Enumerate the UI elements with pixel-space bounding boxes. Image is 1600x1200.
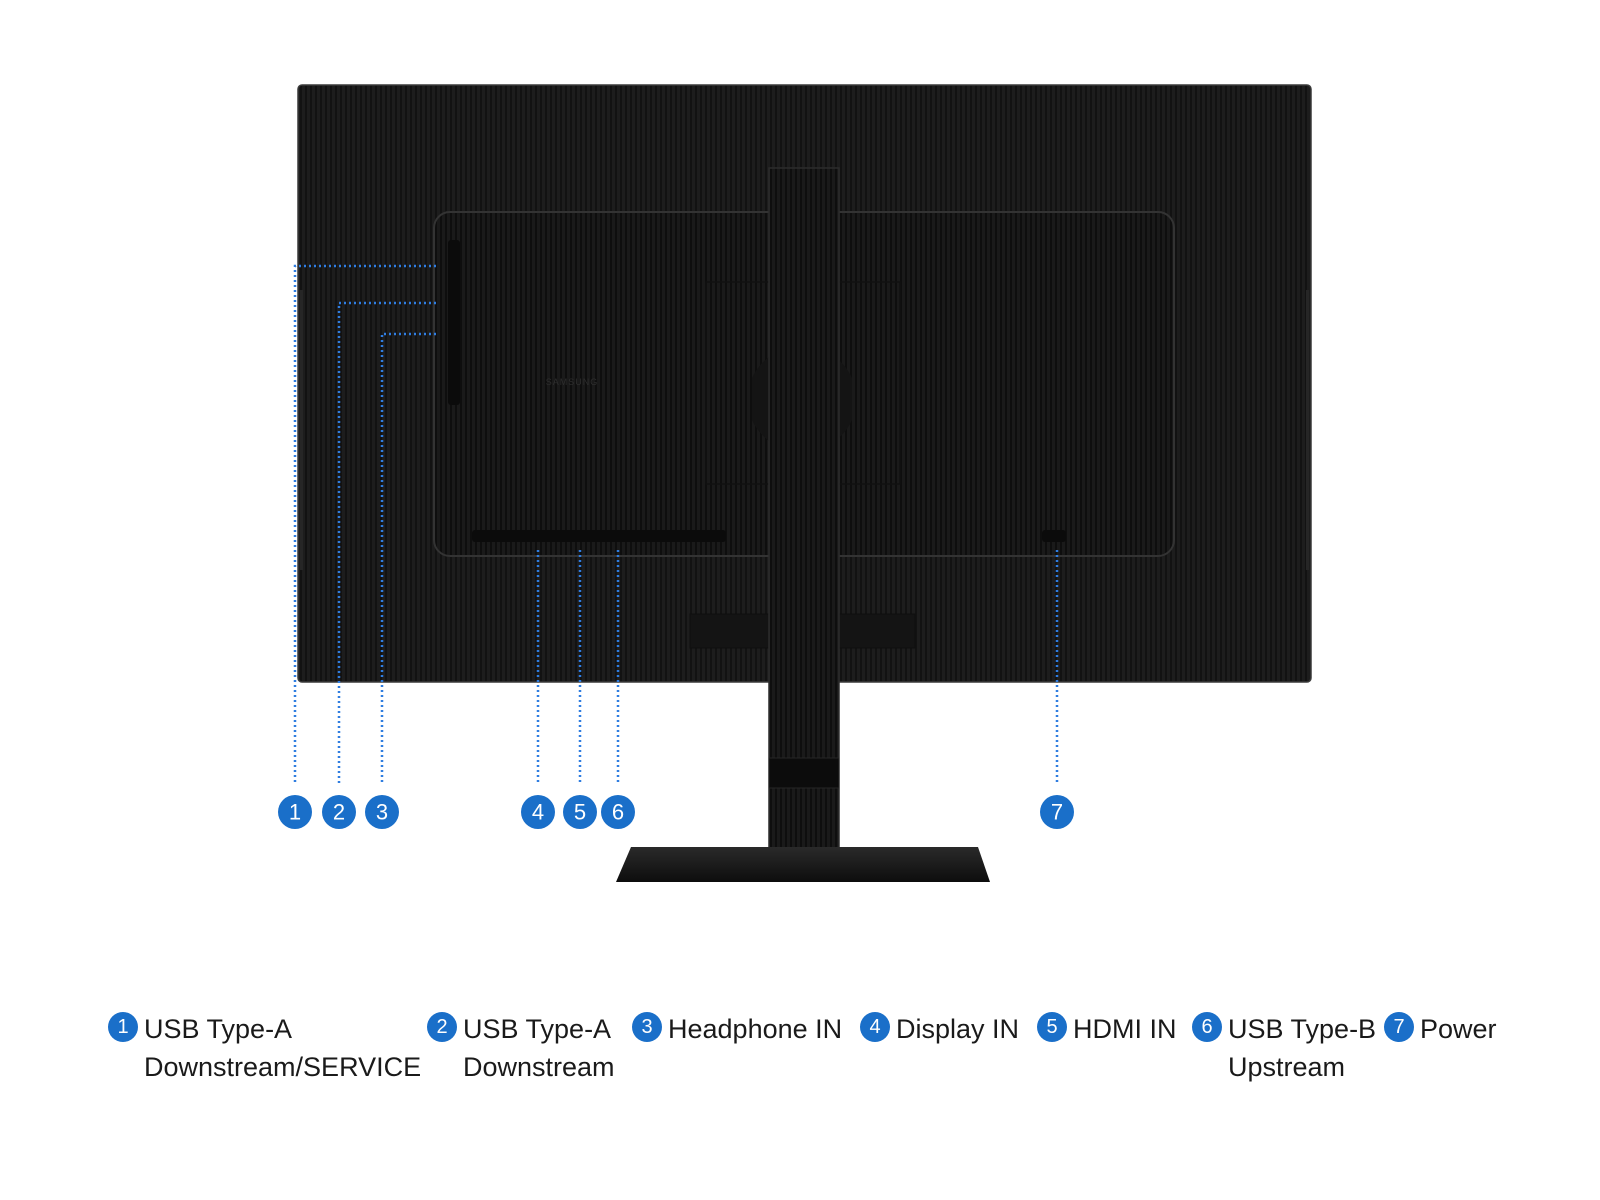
callout-badge-3: 3: [365, 795, 399, 829]
callout-badge-2: 2: [322, 795, 356, 829]
svg-text:4: 4: [532, 800, 544, 825]
svg-text:6: 6: [612, 800, 624, 825]
legend-label: USB Type-A Downstream/SERVICE: [144, 1014, 422, 1082]
leader-lines: [293, 264, 1059, 785]
legend-item-1: 1 USB Type-A Downstream/SERVICE: [108, 1010, 421, 1086]
legend-label: HDMI IN: [1073, 1014, 1177, 1044]
port-legend: 1 USB Type-A Downstream/SERVICE 2 USB Ty…: [0, 1010, 1600, 1120]
legend-label: Power: [1420, 1014, 1497, 1044]
svg-text:2: 2: [333, 800, 345, 825]
stand-base: [616, 847, 990, 882]
legend-label: Headphone IN: [668, 1014, 843, 1044]
svg-text:5: 5: [574, 800, 586, 825]
legend-badge: 6: [1192, 1012, 1222, 1042]
side-port-strip: [448, 240, 460, 405]
leader-line-1: [293, 264, 436, 785]
legend-item-2: 2 USB Type-A Downstream: [427, 1010, 615, 1086]
legend-badge: 2: [427, 1012, 457, 1042]
brand-logo: SAMSUNG: [546, 377, 599, 387]
legend-label: USB Type-A Downstream: [463, 1014, 615, 1082]
svg-text:7: 7: [1051, 800, 1063, 825]
legend-item-5: 5 HDMI IN: [1037, 1010, 1177, 1048]
legend-badge: 7: [1384, 1012, 1414, 1042]
callout-badge-4: 4: [521, 795, 555, 829]
svg-text:3: 3: [376, 800, 388, 825]
callout-badge-1: 1: [278, 795, 312, 829]
legend-item-6: 6 USB Type-B Upstream: [1192, 1010, 1376, 1086]
callout-badge-5: 5: [563, 795, 597, 829]
legend-badge: 3: [632, 1012, 662, 1042]
legend-badge: 4: [860, 1012, 890, 1042]
callout-badges: 1 2 3 4 5 6 7: [278, 795, 1074, 829]
legend-item-7: 7 Power: [1384, 1010, 1497, 1048]
stand-neck: [768, 167, 840, 872]
callout-badge-6: 6: [601, 795, 635, 829]
leader-line-2: [337, 301, 436, 785]
legend-badge: 5: [1037, 1012, 1067, 1042]
legend-badge: 1: [108, 1012, 138, 1042]
legend-item-4: 4 Display IN: [860, 1010, 1019, 1048]
svg-text:1: 1: [289, 800, 301, 825]
legend-item-3: 3 Headphone IN: [632, 1010, 842, 1048]
legend-label: Display IN: [896, 1014, 1020, 1044]
power-port: [1042, 530, 1066, 542]
callout-badge-7: 7: [1040, 795, 1074, 829]
legend-label: USB Type-B Upstream: [1228, 1014, 1377, 1082]
bottom-port-strip: [472, 530, 726, 542]
